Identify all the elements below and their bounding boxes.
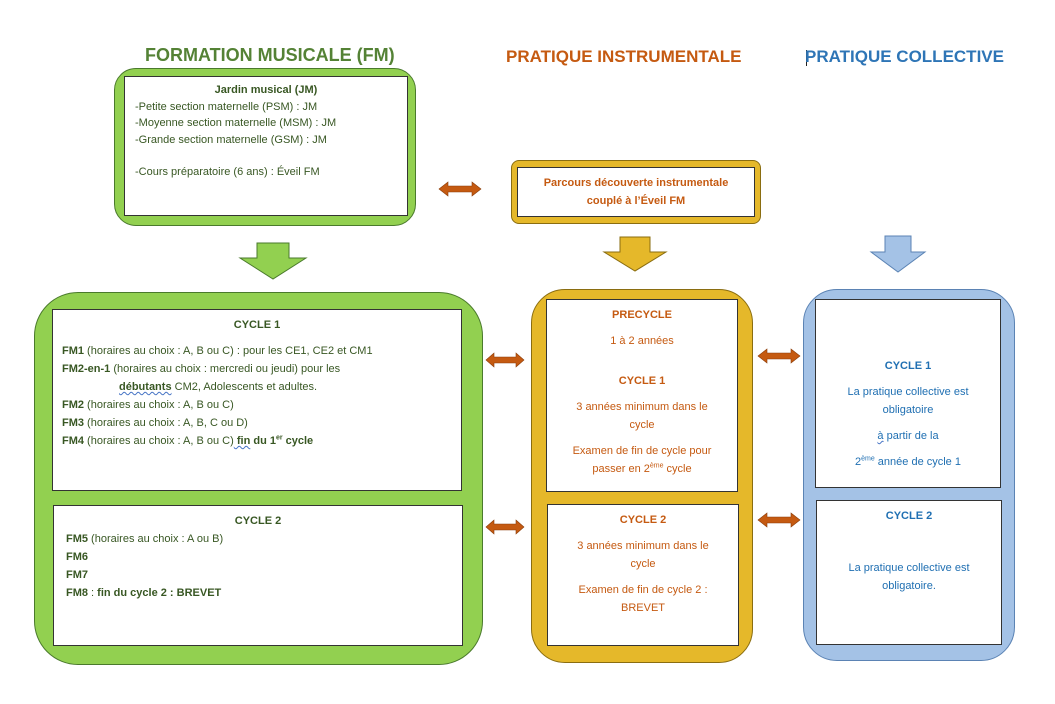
fm8-line: FM8 : fin du cycle 2 : BREVET bbox=[66, 584, 462, 602]
fm6-line: FM6 bbox=[66, 548, 462, 566]
pi-exam-a: Examen de fin de cycle pour bbox=[572, 445, 712, 457]
pi-cycle2-exam-a: Examen de fin de cycle 2 : bbox=[578, 584, 708, 596]
fm3-line: FM3 (horaires au choix : A, B, C ou D) bbox=[62, 414, 461, 432]
down-arrow-pc bbox=[869, 235, 927, 273]
fm5-code: FM5 bbox=[66, 533, 88, 545]
fm4-line: FM4 (horaires au choix : A, B ou C) fin … bbox=[62, 432, 461, 450]
fm8-sep: : bbox=[88, 587, 98, 599]
double-arrow-fm-pi-cycle2 bbox=[485, 519, 525, 535]
double-arrow-pi-pc-cycle2 bbox=[757, 512, 801, 528]
debutants-word: débutants bbox=[119, 381, 172, 393]
fm1-text: (horaires au choix : A, B ou C) : pour l… bbox=[84, 345, 373, 357]
fm4-end-cycle: cycle bbox=[282, 435, 314, 447]
fm-cycle2-title: CYCLE 2 bbox=[234, 515, 282, 527]
pi-exam-b-pre: passer en 2 bbox=[592, 463, 650, 475]
pi-top-box: PRECYCLE 1 à 2 années CYCLE 1 3 années m… bbox=[546, 299, 738, 492]
fm6-code: FM6 bbox=[66, 551, 88, 563]
pc-cycle1-l4: 2ème année de cycle 1 bbox=[816, 453, 1000, 471]
fm5-line: FM5 (horaires au choix : A ou B) bbox=[66, 530, 462, 548]
pc-cycle2-l1: La pratique collective est bbox=[848, 562, 970, 574]
fm8-code: FM8 bbox=[66, 587, 88, 599]
pc-cycle1-l3: à partir de la bbox=[816, 427, 1000, 445]
pc-cycle1-title: CYCLE 1 bbox=[884, 360, 932, 372]
pi-column-title: PRATIQUE INSTRUMENTALE bbox=[506, 47, 742, 66]
fm7-line: FM7 bbox=[66, 566, 462, 584]
pi-cycle1-min-a: 3 années minimum dans le bbox=[576, 401, 708, 413]
fm1-line: FM1 (horaires au choix : A, B ou C) : po… bbox=[62, 342, 461, 360]
jardin-gsm: -Grande section maternelle (GSM) : JM bbox=[135, 133, 327, 146]
fm4-end-fin: fin bbox=[233, 435, 251, 447]
precycle-title: PRECYCLE bbox=[612, 309, 672, 321]
pi-cycle2-exam-b: BREVET bbox=[620, 602, 665, 614]
fm4-text: (horaires au choix : A, B ou C) bbox=[84, 435, 234, 447]
fm2-text: (horaires au choix : A, B ou C) bbox=[84, 399, 234, 411]
pc-top-box: CYCLE 1 La pratique collective est oblig… bbox=[815, 299, 1001, 488]
fm4-end-du: du 1 bbox=[250, 435, 276, 447]
pi-bottom-box: CYCLE 2 3 années minimum dans le cycle E… bbox=[547, 504, 739, 646]
double-arrow-jardin-parcours bbox=[438, 181, 482, 197]
fm5-text: (horaires au choix : A ou B) bbox=[88, 533, 224, 545]
jardin-cp: -Cours préparatoire (6 ans) : Éveil FM bbox=[135, 166, 320, 178]
double-arrow-pi-pc-cycle1 bbox=[757, 348, 801, 364]
pc-column-title: PRATIQUE COLLECTIVE bbox=[805, 47, 1004, 66]
parcours-box: Parcours découverte instrumentale couplé… bbox=[517, 167, 755, 217]
pc-cycle2-l2: obligatoire. bbox=[882, 580, 936, 592]
pc-cycle2-title: CYCLE 2 bbox=[885, 510, 933, 522]
fm2en1-text2: CM2, Adolescents et adultes. bbox=[171, 381, 318, 393]
pc-cycle1-l3-a: à bbox=[877, 430, 884, 442]
fm2-code: FM2 bbox=[62, 399, 84, 411]
pi-cycle2-title: CYCLE 2 bbox=[619, 514, 667, 526]
pi-exam-b-sup: ème bbox=[649, 462, 664, 470]
fm2en1-text: (horaires au choix : mercredi ou jeudi) … bbox=[110, 363, 341, 375]
fm-column-title: FORMATION MUSICALE (FM) bbox=[145, 45, 395, 65]
down-arrow-fm bbox=[238, 242, 308, 280]
fm1-code: FM1 bbox=[62, 345, 84, 357]
pi-cycle2-min-b: cycle bbox=[630, 558, 656, 570]
fm4-code: FM4 bbox=[62, 435, 84, 447]
jardin-box: Jardin musical (JM) -Petite section mate… bbox=[124, 76, 408, 216]
pi-exam-b-post: cycle bbox=[663, 463, 692, 475]
fm-cycle2-box: CYCLE 2 FM5 (horaires au choix : A ou B)… bbox=[53, 505, 463, 646]
fm8-end: fin du cycle 2 : BREVET bbox=[97, 587, 222, 599]
fm-cycle1-title: CYCLE 1 bbox=[233, 319, 281, 331]
fm3-text: (horaires au choix : A, B, C ou D) bbox=[84, 417, 248, 429]
pc-cycle1-l4-post: année de cycle 1 bbox=[874, 456, 961, 468]
fm2-line: FM2 (horaires au choix : A, B ou C) bbox=[62, 396, 461, 414]
pc-cycle1-l4-sup: ème bbox=[861, 455, 875, 463]
down-arrow-pi bbox=[602, 236, 668, 272]
jardin-title: Jardin musical (JM) bbox=[214, 84, 318, 96]
pi-exam-b: passer en 2ème cycle bbox=[547, 460, 737, 478]
fm-cycle1-box: CYCLE 1 FM1 (horaires au choix : A, B ou… bbox=[52, 309, 462, 491]
parcours-line1: Parcours découverte instrumentale bbox=[543, 177, 729, 189]
jardin-psm: -Petite section maternelle (PSM) : JM bbox=[135, 100, 318, 113]
pc-cycle1-l4-pre: 2 bbox=[855, 456, 862, 468]
double-arrow-fm-pi-cycle1 bbox=[485, 352, 525, 368]
fm7-code: FM7 bbox=[66, 569, 88, 581]
pc-cycle1-l2: obligatoire bbox=[882, 404, 934, 416]
fm4-sup: er bbox=[275, 434, 283, 442]
jardin-msm: -Moyenne section maternelle (MSM) : JM bbox=[135, 117, 337, 129]
parcours-line2: couplé à l’Éveil FM bbox=[586, 195, 686, 207]
pc-cycle1-l3-b: partir de la bbox=[883, 430, 939, 442]
fm2en1-code: FM2-en-1 bbox=[62, 363, 111, 375]
pc-bottom-box: CYCLE 2 La pratique collective est oblig… bbox=[816, 500, 1002, 645]
fm3-code: FM3 bbox=[62, 417, 84, 429]
text-cursor bbox=[806, 50, 807, 66]
pi-cycle1-title: CYCLE 1 bbox=[618, 375, 666, 387]
pc-cycle1-l1: La pratique collective est bbox=[847, 386, 969, 398]
pi-cycle1-min-b: cycle bbox=[629, 419, 655, 431]
pi-cycle2-min-a: 3 années minimum dans le bbox=[577, 540, 709, 552]
fm2en1-line2: débutants CM2, Adolescents et adultes. bbox=[62, 378, 461, 396]
fm2en1-line: FM2-en-1 (horaires au choix : mercredi o… bbox=[62, 360, 461, 378]
precycle-years: 1 à 2 années bbox=[610, 335, 674, 347]
